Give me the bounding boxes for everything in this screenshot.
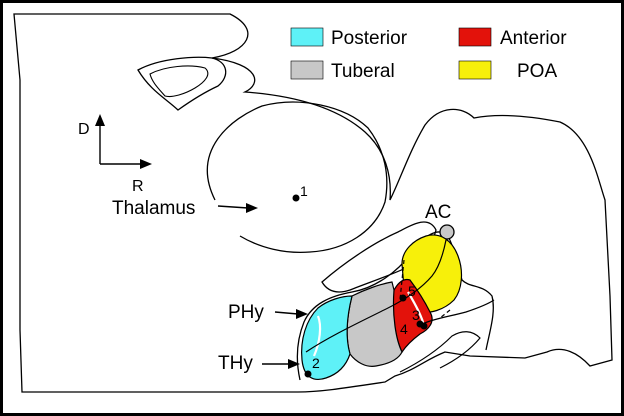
dorsal-arrow-icon — [95, 114, 105, 126]
point-label-1: 1 — [300, 183, 308, 199]
phy-label: PHy — [228, 302, 264, 323]
legend: Posterior Anterior Tuberal POA — [290, 27, 567, 82]
point-label-4: 4 — [400, 321, 408, 337]
dashed-border-right — [399, 259, 451, 319]
thy-label: THy — [218, 353, 253, 374]
orientation-indicator: D R — [78, 114, 152, 195]
legend-label-posterior: Posterior — [331, 28, 408, 49]
point-label-3: 3 — [412, 307, 420, 323]
thalamus-arrow-icon — [246, 203, 258, 213]
legend-label-anterior: Anterior — [500, 28, 567, 49]
optic-tract-line — [421, 299, 495, 325]
tract-line-white — [312, 315, 322, 357]
anterior-commissure — [439, 224, 455, 240]
legend-swatch-tuberal — [290, 60, 324, 80]
point-marker-1 — [292, 194, 300, 202]
dorsal-fold-inner — [149, 65, 209, 98]
point-marker-5 — [399, 294, 407, 302]
brain-outline — [13, 13, 613, 393]
phy-arrow-icon — [296, 309, 308, 319]
legend-swatch-posterior — [290, 27, 324, 47]
point-marker-4 — [420, 322, 428, 330]
thy-arrow-icon — [288, 359, 300, 369]
dorsal-fold — [137, 56, 227, 111]
point-label-5: 5 — [408, 283, 416, 299]
legend-label-poa: POA — [517, 61, 557, 82]
legend-swatch-poa — [458, 60, 492, 80]
ac-label: AC — [425, 202, 451, 223]
phy-arrow-line — [274, 311, 299, 315]
thalamus-arrow-line — [217, 205, 249, 209]
dorsal-label: D — [78, 121, 90, 138]
rostral-label: R — [132, 178, 144, 195]
legend-label-tuberal: Tuberal — [331, 61, 395, 82]
legend-swatch-anterior — [458, 27, 492, 47]
thalamus-label: Thalamus — [112, 198, 195, 219]
rostral-arrow-icon — [140, 159, 152, 169]
optic-chiasm-outline — [399, 331, 481, 373]
point-marker-2 — [304, 370, 312, 378]
point-label-2: 2 — [312, 355, 320, 371]
thalamus-region-outline — [206, 101, 388, 254]
